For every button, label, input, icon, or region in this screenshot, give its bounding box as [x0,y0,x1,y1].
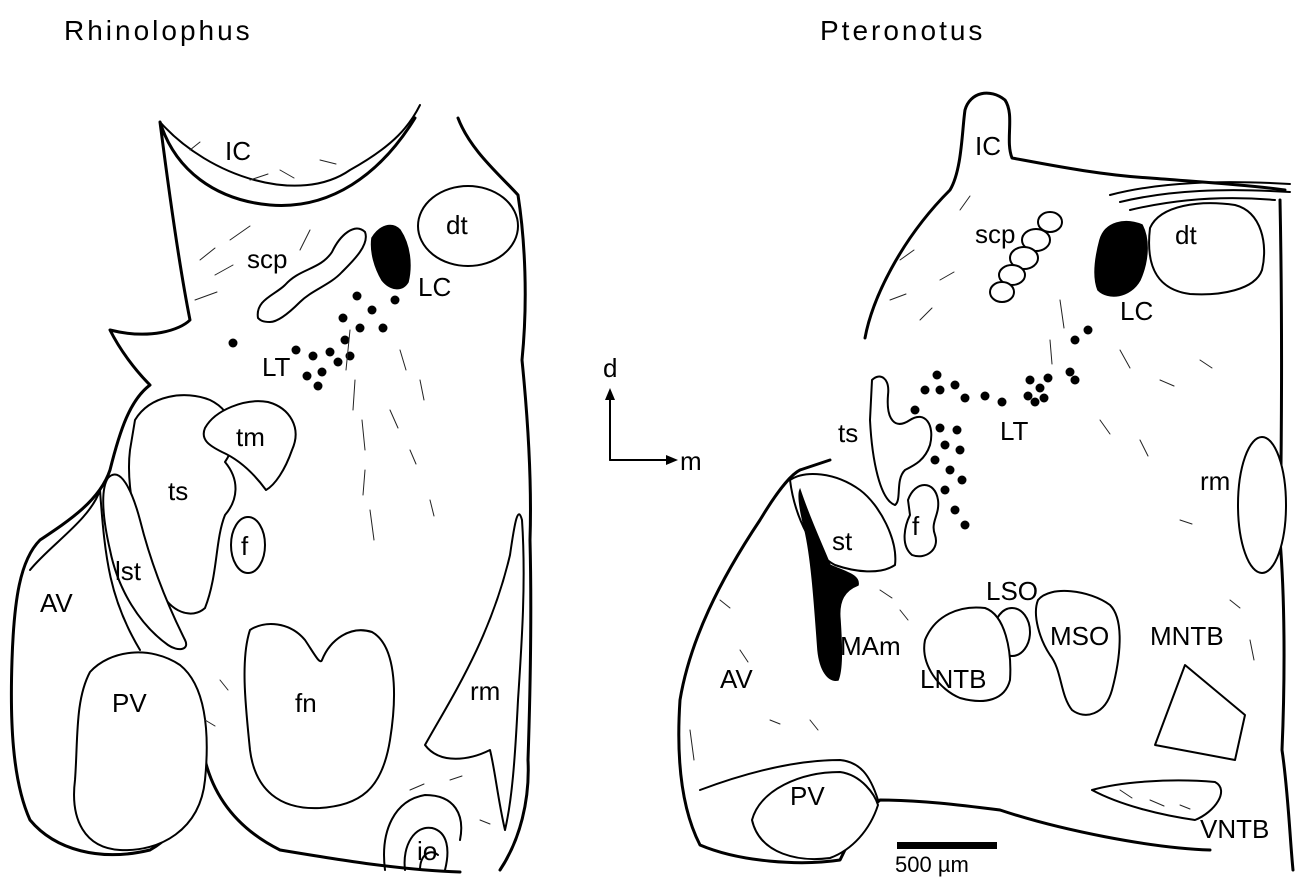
pteronotus-label-ts: ts [838,418,858,448]
rhinolophus-label-lc: LC [418,272,451,302]
pteronotus-label-lc: LC [1120,296,1153,326]
rhinolophus-rm [425,514,524,830]
rhinolophus-lc-nucleus [372,226,410,289]
scale-bar-label: 500 µm [895,852,969,877]
rhinolophus-label-tm: tm [236,422,265,452]
pteronotus-label-vntb: VNTB [1200,814,1269,844]
rhinolophus-label-lt: LT [262,352,291,382]
pteronotus-label-dt: dt [1175,220,1197,250]
orientation-dorsal-label: d [603,353,617,383]
rhinolophus-title: Rhinolophus [64,15,253,46]
pteronotus-label-scp: scp [975,219,1015,249]
dorsal-arrow-head [605,388,615,400]
pteronotus-label-lso: LSO [986,576,1038,606]
rhinolophus-dt [418,186,518,266]
rhinolophus-label-scp: scp [247,244,287,274]
rhinolophus-label-ic: IC [225,136,251,166]
pteronotus-title: Pteronotus [820,15,985,46]
rhinolophus-label-io: io [417,836,437,866]
pteronotus-label-rm: rm [1200,466,1230,496]
pteronotus-label-av: AV [720,664,753,694]
pteronotus-label-f: f [912,511,920,541]
pteronotus-section: Pteronotus IC dt scp LC [679,15,1293,870]
rhinolophus-pv [74,652,207,850]
pteronotus-label-lntb: LNTB [920,664,986,694]
scale-bar: 500 µm [895,842,997,877]
rhinolophus-lt-dots [229,292,400,391]
medial-arrow-head [666,455,678,465]
rhinolophus-ic-boundary [160,105,420,186]
pteronotus-dt [1149,203,1264,294]
pteronotus-label-ic: IC [975,131,1001,161]
pteronotus-label-st: st [832,526,853,556]
rhinolophus-label-f: f [241,531,249,561]
pteronotus-f [905,485,939,556]
pteronotus-lc-nucleus [1095,222,1147,296]
rhinolophus-label-pv: PV [112,688,147,718]
rhinolophus-label-av: AV [40,588,73,618]
rhinolophus-scp [258,229,366,322]
pteronotus-label-pv: PV [790,781,825,811]
pteronotus-mntb [1155,665,1245,760]
rhinolophus-section: Rhinolophus IC dt scp LC LT ts [11,15,530,872]
rhinolophus-label-dt: dt [446,210,468,240]
rhinolophus-label-fn: fn [295,688,317,718]
pteronotus-mso [1036,591,1120,715]
rhinolophus-label-lst: lst [115,556,142,586]
scale-bar-line [897,842,997,849]
rhinolophus-label-rm: rm [470,676,500,706]
rhinolophus-fn [245,624,394,808]
pteronotus-rm [1238,437,1286,573]
orientation-medial-label: m [680,446,702,476]
pteronotus-label-mam: MAm [840,631,901,661]
orientation-indicator: d m [603,353,702,476]
rhinolophus-label-ts: ts [168,476,188,506]
pteronotus-label-lt: LT [1000,416,1029,446]
pteronotus-label-mntb: MNTB [1150,621,1224,651]
pteronotus-label-mso: MSO [1050,621,1109,651]
